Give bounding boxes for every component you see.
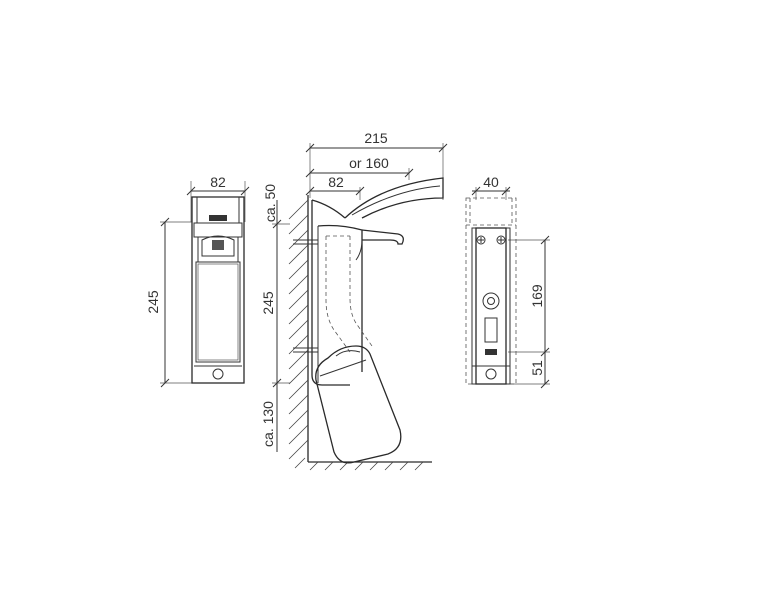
rear-vertical-dimensions: 169 51: [508, 235, 550, 389]
side-height-label: 245: [260, 291, 276, 315]
front-dispenser-body: [191, 196, 245, 384]
side-view: ca. 50 245 ca. 130 215 or 160 82: [260, 130, 448, 471]
top-clearance-label: ca. 50: [262, 184, 278, 222]
side-dispenser-body: [293, 177, 444, 464]
front-width-label: 82: [210, 174, 226, 190]
hole-spacing-label: 169: [529, 284, 545, 308]
front-view: 82 245: [145, 174, 250, 388]
body-depth-label: 82: [328, 174, 344, 190]
side-vertical-dimensions: ca. 50 245 ca. 130: [260, 184, 290, 452]
rear-width-dimension: 40: [471, 174, 511, 200]
rear-view: 40 169 51: [465, 174, 550, 389]
wall-hatch: [288, 195, 309, 469]
rear-width-label: 40: [483, 174, 499, 190]
front-height-label: 245: [145, 290, 161, 314]
rear-dispenser-body: [465, 197, 517, 385]
bottom-offset-label: 51: [529, 360, 545, 376]
alt-depth-label: or 160: [349, 155, 389, 171]
floor-clearance-label: ca. 130: [260, 401, 276, 447]
front-height-dimension: 245: [145, 217, 192, 388]
floor-hatch: [308, 461, 432, 471]
side-depth-dimensions: 215 or 160 82: [305, 130, 448, 200]
front-width-dimension: 82: [186, 174, 250, 222]
total-depth-label: 215: [364, 130, 388, 146]
